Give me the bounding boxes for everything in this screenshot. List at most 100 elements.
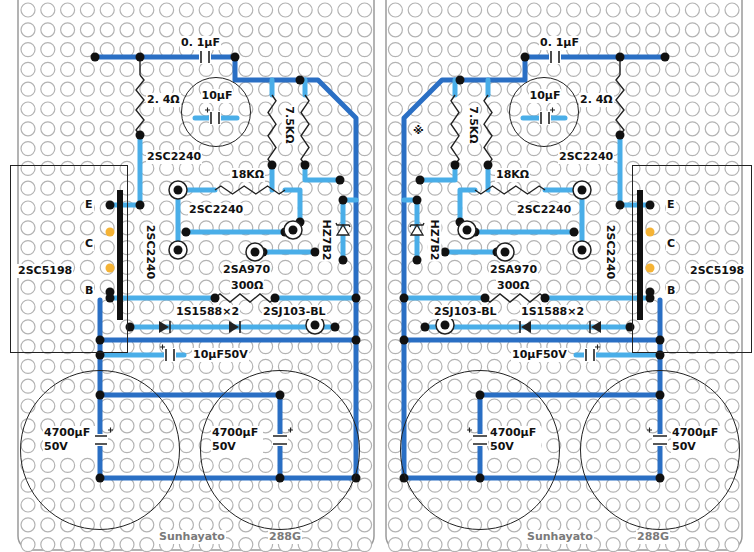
pad-hole xyxy=(428,458,442,472)
pad-hole xyxy=(120,518,134,532)
pad-hole xyxy=(100,498,114,512)
pad-hole xyxy=(507,122,521,136)
pad-hole xyxy=(120,399,134,413)
solder-point xyxy=(276,391,285,400)
pad-hole xyxy=(160,280,174,294)
pad-hole xyxy=(199,23,213,37)
pad-hole xyxy=(61,221,75,235)
pad-hole xyxy=(358,221,372,235)
pad-hole xyxy=(468,260,482,274)
pad-hole xyxy=(358,43,372,57)
pad-hole xyxy=(41,3,55,17)
pad-hole xyxy=(318,419,332,433)
pad-hole xyxy=(199,280,213,294)
pad-hole xyxy=(358,260,372,274)
pad-hole xyxy=(259,3,273,17)
pad-hole xyxy=(21,478,35,492)
pad-hole xyxy=(448,3,462,17)
pad-hole xyxy=(685,62,699,76)
pad-hole xyxy=(61,478,75,492)
pad-hole xyxy=(586,3,600,17)
pad-hole xyxy=(61,201,75,215)
jumper-wire xyxy=(270,80,275,95)
part-label: HZ7B2 xyxy=(319,219,333,262)
part-label: 18KΩ xyxy=(230,168,265,182)
jumper-wire xyxy=(285,190,300,222)
pad-hole xyxy=(468,43,482,57)
pad-hole xyxy=(685,399,699,413)
pad-hole xyxy=(298,498,312,512)
part-label: 2SC5198 xyxy=(17,264,73,278)
pad-hole xyxy=(358,102,372,116)
pad-hole xyxy=(239,498,253,512)
pad-hole xyxy=(388,518,402,532)
transistor-pad xyxy=(169,241,187,259)
pad-hole xyxy=(100,102,114,116)
pad-hole xyxy=(80,260,94,274)
pad-hole xyxy=(388,122,402,136)
pad-hole xyxy=(278,260,292,274)
pad-hole xyxy=(468,201,482,215)
part-label: 2SA970 xyxy=(222,263,271,277)
transistor-pin xyxy=(174,246,183,255)
solder-point xyxy=(106,201,115,210)
solder-point xyxy=(271,294,280,303)
pad-hole xyxy=(448,23,462,37)
pad-hole xyxy=(685,538,699,552)
pad-hole xyxy=(567,419,581,433)
solder-point xyxy=(276,474,285,483)
pad-hole xyxy=(725,201,739,215)
pad-hole xyxy=(120,122,134,136)
pad-hole xyxy=(567,122,581,136)
pad-hole xyxy=(646,62,660,76)
pad-hole xyxy=(80,62,94,76)
solder-point xyxy=(301,161,310,170)
pad-hole xyxy=(140,538,154,552)
pad-hole xyxy=(298,359,312,373)
pad-hole xyxy=(100,82,114,96)
pad-hole xyxy=(358,518,372,532)
pad-hole xyxy=(160,3,174,17)
pad-hole xyxy=(666,399,680,413)
solder-point xyxy=(231,53,240,62)
pad-hole xyxy=(41,142,55,156)
pad-hole xyxy=(61,122,75,136)
pad-hole xyxy=(298,260,312,274)
pad-hole xyxy=(388,102,402,116)
pad-hole xyxy=(666,181,680,195)
pad-hole xyxy=(358,241,372,255)
pad-hole xyxy=(567,498,581,512)
pad-hole xyxy=(388,43,402,57)
pad-hole xyxy=(567,62,581,76)
copper-trace xyxy=(100,338,356,343)
pad-hole xyxy=(21,122,35,136)
pad-hole xyxy=(41,280,55,294)
pad-hole xyxy=(41,181,55,195)
pad-hole xyxy=(61,280,75,294)
diode-symbol xyxy=(159,321,169,333)
pad-hole xyxy=(547,379,561,393)
pad-hole xyxy=(428,518,442,532)
pad-hole xyxy=(120,3,134,17)
pad-hole xyxy=(120,102,134,116)
pad-hole xyxy=(428,280,442,294)
part-label: 10μF xyxy=(529,89,562,103)
pad-hole xyxy=(318,280,332,294)
pad-hole xyxy=(685,478,699,492)
pad-hole xyxy=(219,241,233,255)
pad-hole xyxy=(646,241,660,255)
pad-hole xyxy=(80,221,94,235)
pad-hole xyxy=(468,82,482,96)
pad-hole xyxy=(21,142,35,156)
pad-hole xyxy=(666,62,680,76)
solder-point xyxy=(96,351,105,360)
pad-hole xyxy=(179,419,193,433)
pad-hole xyxy=(408,399,422,413)
pad-hole xyxy=(160,62,174,76)
pad-hole xyxy=(61,23,75,37)
transistor-pin xyxy=(174,186,183,195)
pad-hole xyxy=(705,82,719,96)
pad-hole xyxy=(705,340,719,354)
pad-hole xyxy=(626,62,640,76)
pad-hole xyxy=(606,498,620,512)
